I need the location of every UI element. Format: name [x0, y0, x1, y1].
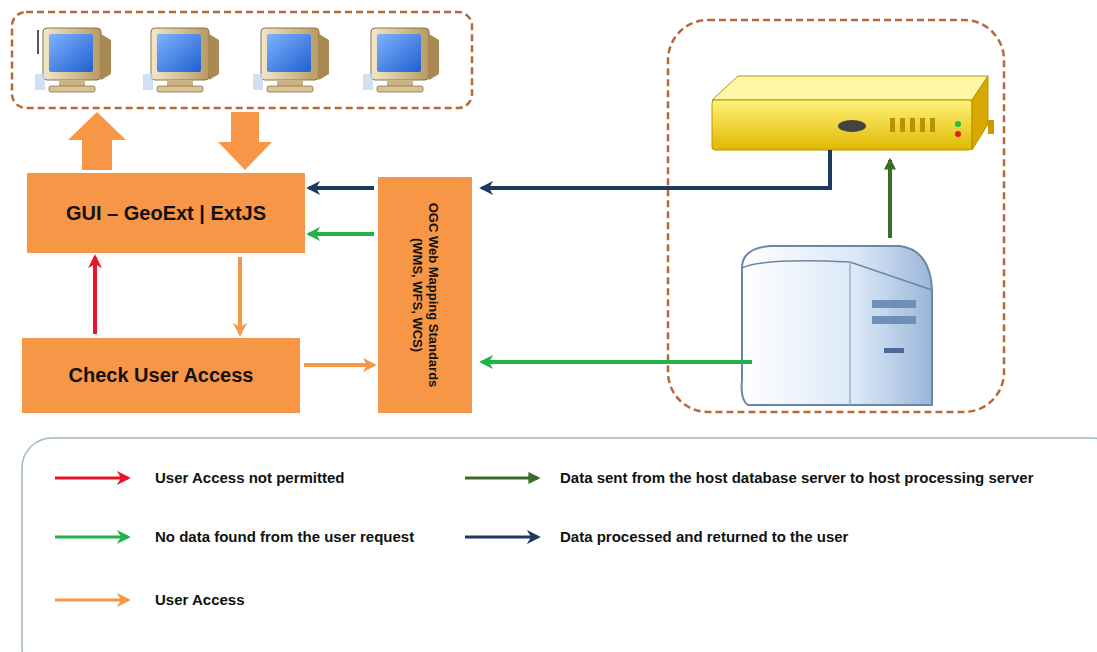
legend-label: Data sent from the host database server …: [560, 468, 1034, 488]
user-access-arrow: [304, 363, 374, 367]
legend-sample: [465, 536, 538, 539]
client-computer: [143, 28, 219, 92]
data-returned-arrow: [309, 186, 374, 190]
db-to-ogc-arrow: [482, 360, 752, 364]
client-computer: [253, 28, 329, 92]
request-block-arrow: [218, 112, 272, 170]
legend-label: User Access not permitted: [155, 468, 345, 488]
legend-label: User Access: [155, 590, 245, 610]
client-computer: [35, 28, 111, 92]
database-server: [742, 246, 932, 405]
access-check-box: Check User Access: [22, 338, 300, 413]
node-label: OGC Web Mapping Standards (WMS, WFS, WCS…: [409, 195, 441, 395]
server-to-ogc-arrow: [482, 150, 830, 188]
client-group: [12, 12, 472, 108]
response-block-arrow: [68, 112, 126, 170]
db-to-server-arrow: [888, 160, 892, 238]
access-denied-arrow: [93, 257, 97, 334]
legend-sample: [465, 477, 538, 480]
node-label: Check User Access: [69, 364, 254, 387]
ogc-standards-box: OGC Web Mapping Standards (WMS, WFS, WCS…: [378, 177, 472, 413]
gui-box: GUI – GeoExt | ExtJS: [27, 173, 305, 253]
processing-server: [712, 76, 994, 150]
legend-frame: [22, 438, 1097, 652]
no-data-arrow: [309, 232, 374, 236]
legend-sample: [55, 536, 128, 539]
legend-sample: [55, 599, 128, 602]
user-access-arrow: [238, 257, 242, 334]
legend-sample: [55, 477, 128, 480]
legend-label: No data found from the user request: [155, 527, 414, 547]
host-group: [668, 20, 1004, 412]
client-computer: [363, 28, 439, 92]
node-label: GUI – GeoExt | ExtJS: [66, 202, 266, 225]
legend-label: Data processed and returned to the user: [560, 527, 848, 547]
